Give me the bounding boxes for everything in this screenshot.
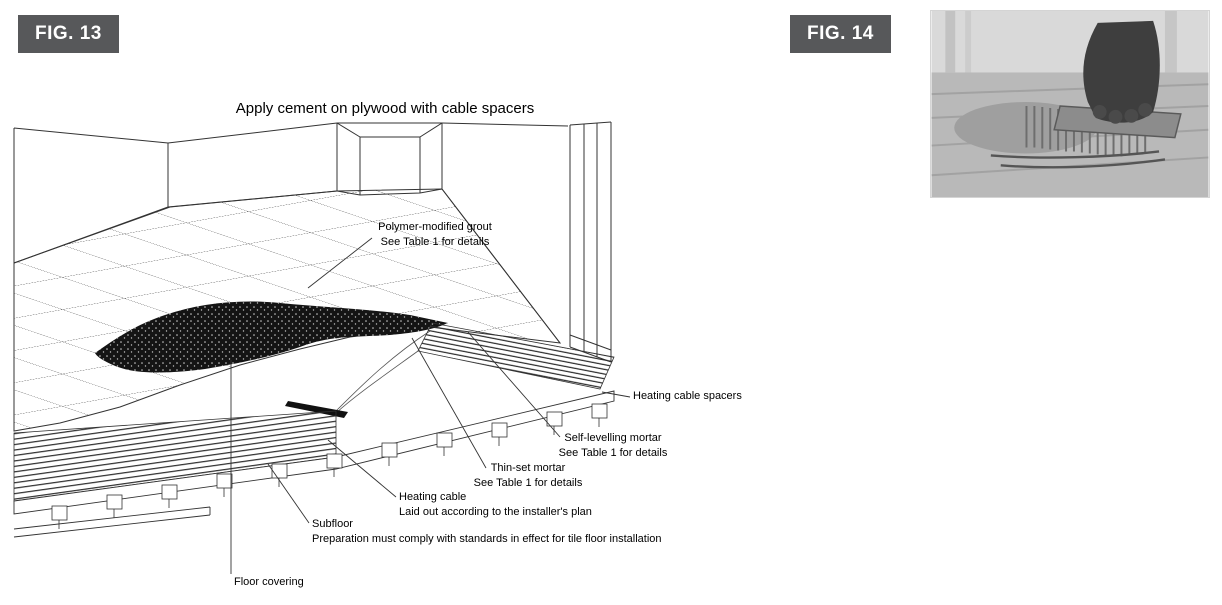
callout-polymer-modified-grout: Polymer-modified grout See Table 1 for d…	[355, 220, 515, 250]
door-frame	[336, 122, 443, 196]
callout-line: Subfloor	[312, 518, 353, 530]
leader-lines	[230, 237, 631, 574]
floor-installation-diagram	[13, 121, 631, 574]
callout-line: Heating cable spacers	[633, 390, 742, 402]
callout-heating-cable: Heating cable Laid out according to the …	[399, 490, 592, 520]
callout-line: Floor covering	[234, 576, 304, 588]
callout-self-levelling-mortar: Self-levelling mortar See Table 1 for de…	[548, 431, 678, 461]
callout-line: Preparation must comply with standards i…	[312, 533, 662, 545]
grout-blob	[95, 301, 448, 373]
photo-wall	[931, 11, 1209, 73]
fig13-label: FIG. 13	[18, 15, 119, 53]
callout-heating-cable-spacers: Heating cable spacers	[633, 389, 742, 404]
bottom-rail	[13, 506, 211, 538]
mortar-layer-edges	[335, 330, 431, 414]
callout-line: See Table 1 for details	[380, 236, 490, 248]
fig14-label: FIG. 14	[790, 15, 891, 53]
callout-line: Thin-set mortar	[490, 462, 566, 474]
callout-line: See Table 1 for details	[473, 477, 583, 489]
callout-line: See Table 1 for details	[558, 447, 668, 459]
callout-floor-covering: Floor covering	[234, 575, 304, 590]
callout-subfloor: Subfloor Preparation must comply with st…	[312, 517, 662, 547]
diagram-title: Apply cement on plywood with cable space…	[235, 100, 535, 117]
callout-line: Laid out according to the installer's pl…	[399, 506, 592, 518]
photo-hand	[1083, 20, 1160, 123]
photo-cables	[990, 150, 1166, 169]
callout-line: Heating cable	[399, 491, 467, 503]
fig14-photo	[930, 10, 1210, 198]
callout-thin-set-mortar: Thin-set mortar See Table 1 for details	[468, 461, 588, 491]
heating-cable-band-right	[417, 322, 615, 390]
joist-and-spacer-blocks	[51, 403, 608, 529]
callout-line: Self-levelling mortar	[564, 432, 662, 444]
callout-line: Polymer-modified grout	[378, 221, 492, 233]
